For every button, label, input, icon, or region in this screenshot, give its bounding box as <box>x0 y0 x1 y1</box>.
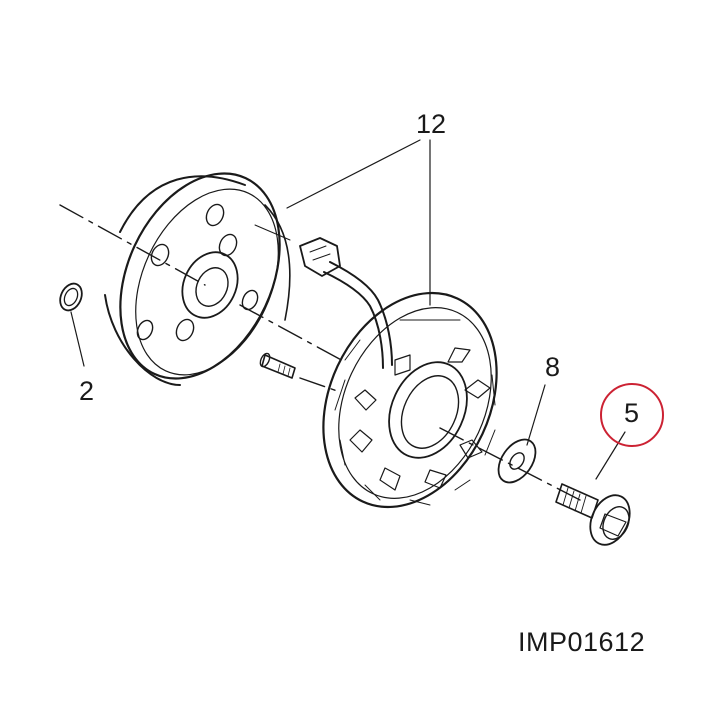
wiring-harness <box>299 237 393 369</box>
callout-12: 12 <box>416 109 447 139</box>
rotor-drum <box>104 172 291 386</box>
highlight-circle <box>600 383 664 447</box>
washer <box>497 438 537 484</box>
leader-lines <box>70 139 626 480</box>
callout-8: 8 <box>545 352 561 382</box>
bolt <box>555 483 631 546</box>
image-reference-code: IMP01612 <box>518 627 646 657</box>
stator-assembly <box>322 291 498 509</box>
callout-2: 2 <box>79 376 95 406</box>
callout-5: 5 <box>624 398 640 428</box>
seal-ring <box>59 282 83 312</box>
stud-bolt <box>259 352 296 379</box>
